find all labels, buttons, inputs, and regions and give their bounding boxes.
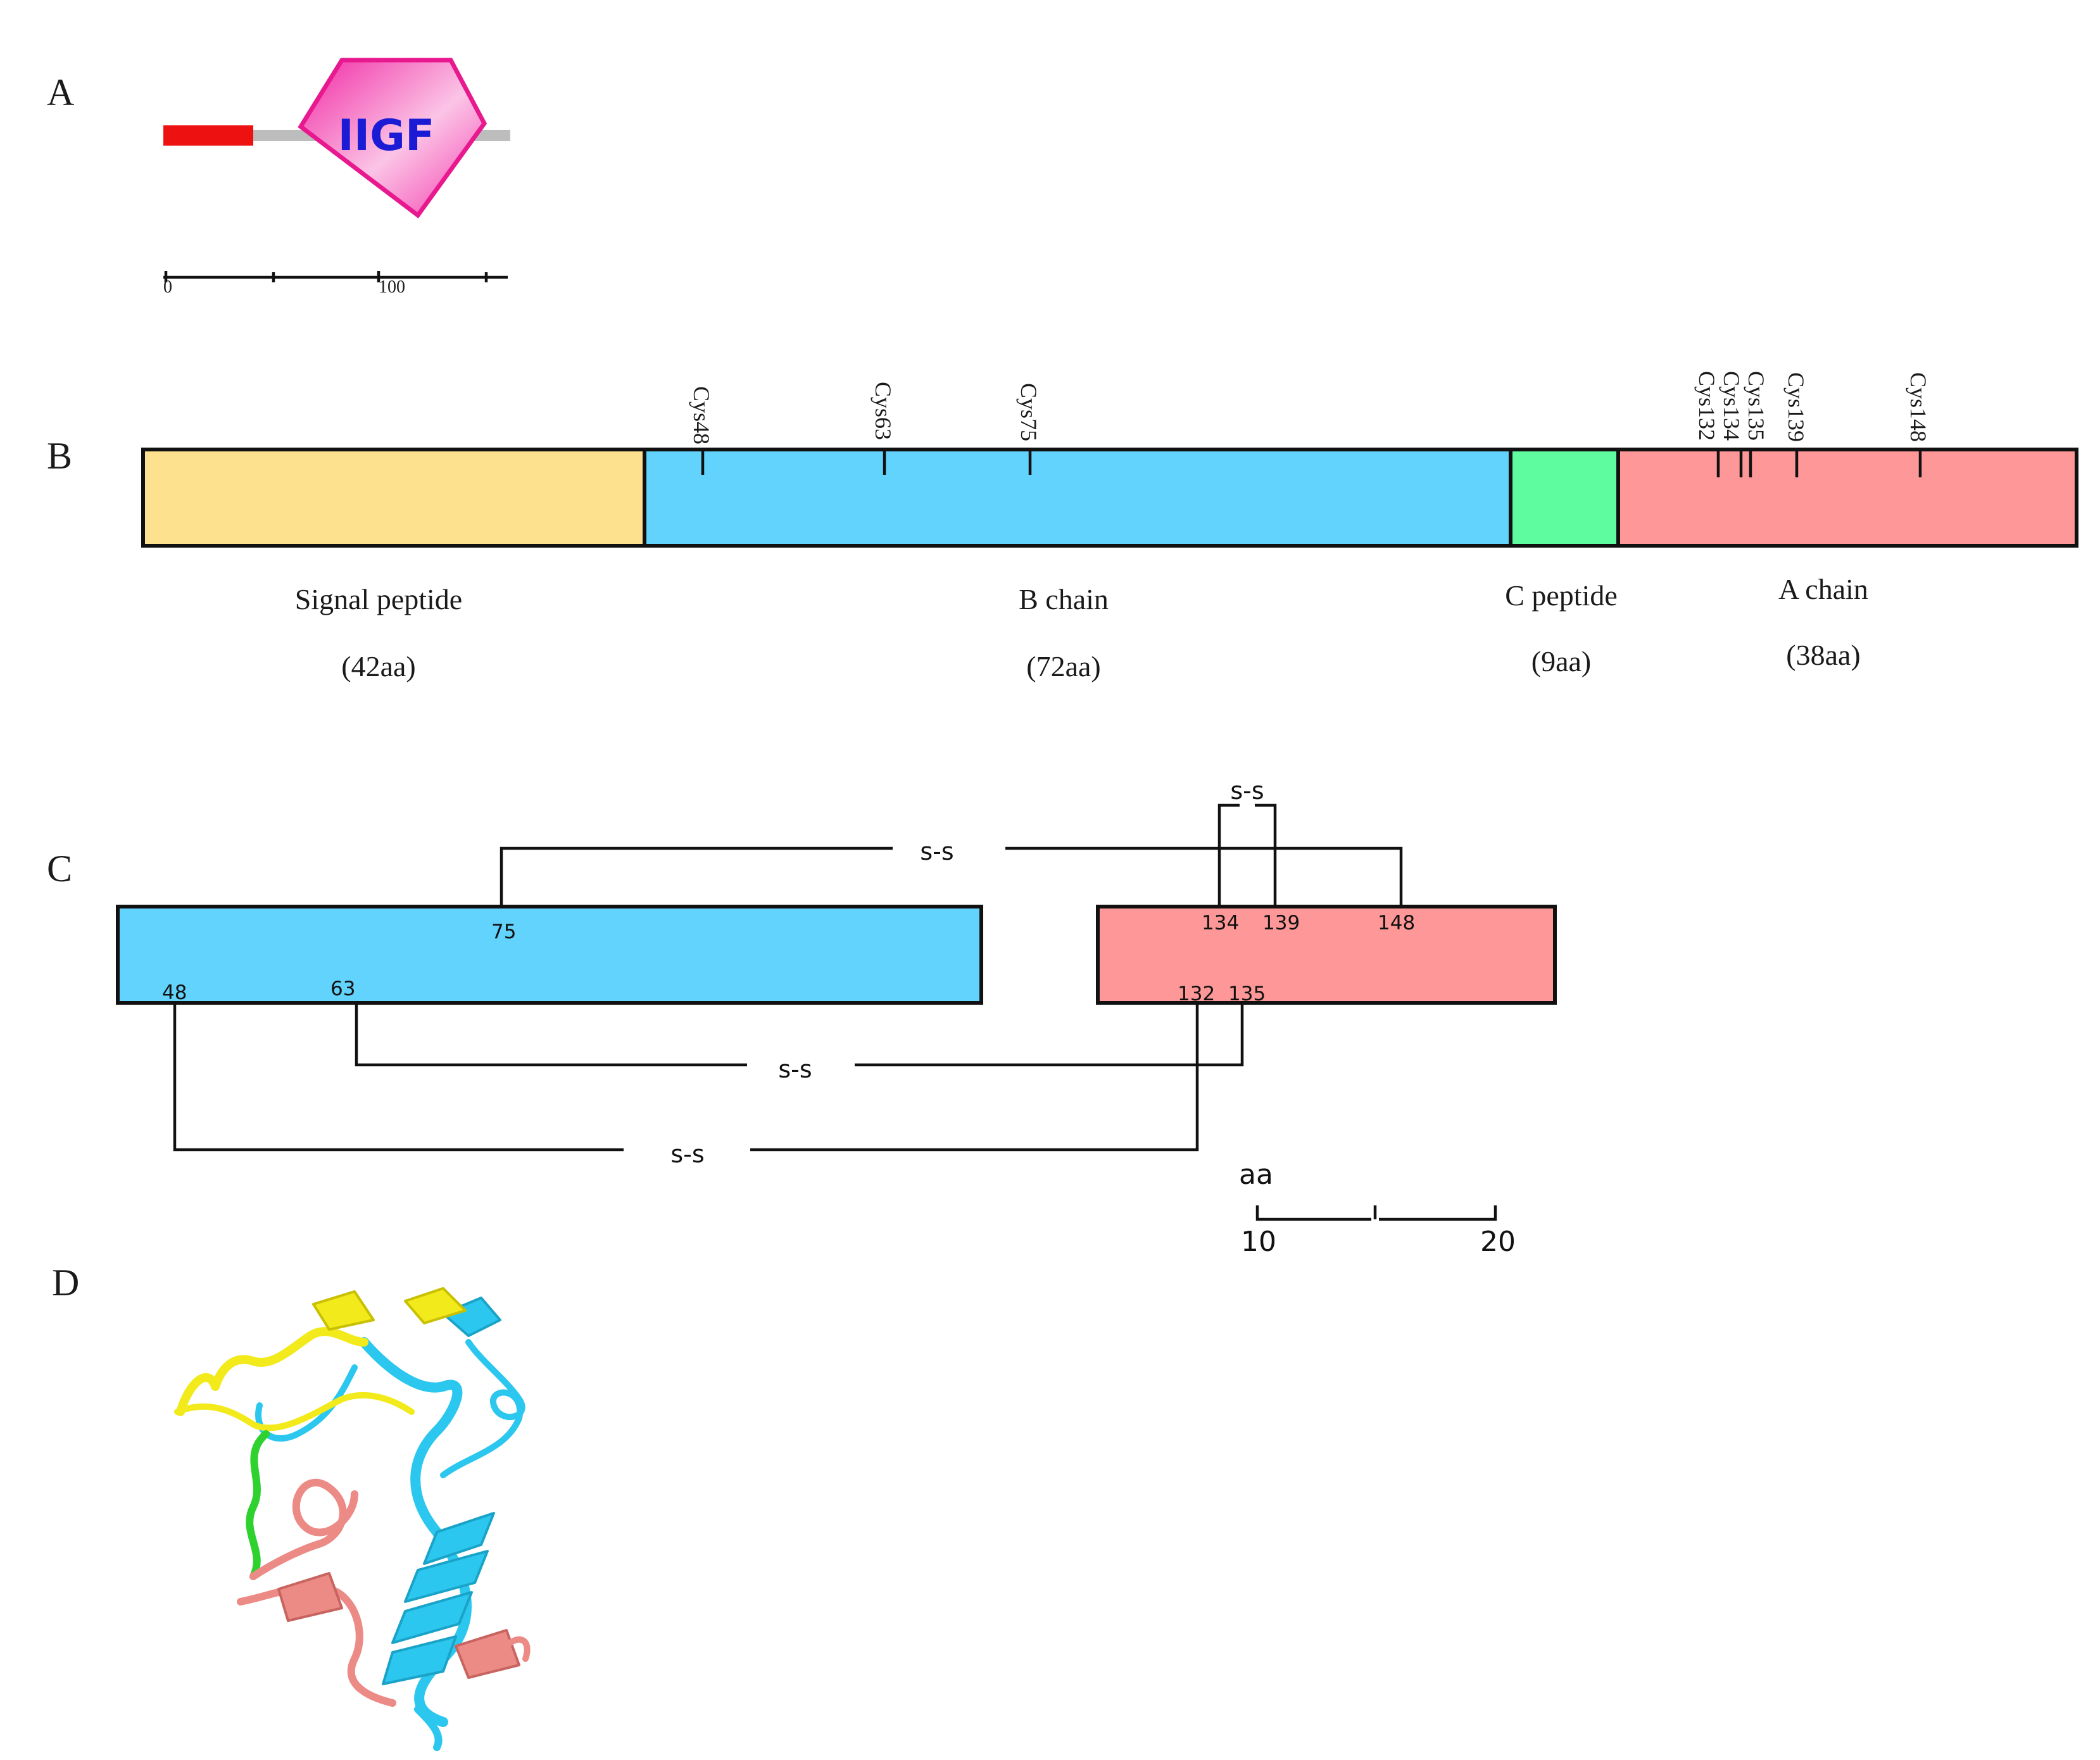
ss-label-48-132: s-s bbox=[670, 1140, 704, 1168]
bond-63-135-right bbox=[855, 1003, 1244, 1067]
scale-tick-20: 20 bbox=[1480, 1226, 1516, 1258]
cys48-label: Cys48 bbox=[689, 386, 714, 444]
b-chain-helix-4 bbox=[382, 1635, 457, 1685]
a-chain-bar bbox=[1096, 905, 1557, 1005]
scale-tick-10: 10 bbox=[1241, 1226, 1276, 1258]
c-peptide-length: (9aa) bbox=[1531, 645, 1591, 677]
signal-ribbon-1 bbox=[176, 1327, 368, 1416]
panel-b: B Cys48 Cys63 Cys75 Cys132 Cys134 Cys135… bbox=[47, 371, 2078, 682]
residue-48: 48 bbox=[162, 981, 187, 1004]
residue-134: 134 bbox=[1202, 912, 1239, 934]
signal-peptide-length: (42aa) bbox=[341, 650, 415, 682]
a-chain-helix-2 bbox=[455, 1629, 520, 1679]
signal-peptide-name: Signal peptide bbox=[295, 583, 462, 615]
bond-134-139-right bbox=[1255, 803, 1277, 907]
panel-c: C s-s s-s s-s s-s 75 48 63 134 139 148 1… bbox=[47, 777, 1557, 1258]
signal-peptide-segment bbox=[141, 448, 646, 548]
signal-ribbon-2 bbox=[174, 1392, 415, 1431]
residue-148: 148 bbox=[1378, 912, 1415, 934]
b-chain-tail bbox=[414, 1706, 443, 1751]
ss-label-63-135: s-s bbox=[778, 1055, 812, 1083]
domain-label: IIGF bbox=[338, 111, 435, 161]
residue-135: 135 bbox=[1228, 983, 1266, 1005]
residue-139: 139 bbox=[1262, 912, 1300, 934]
b-chain-segment bbox=[643, 448, 1512, 548]
a-chain-length: (38aa) bbox=[1786, 639, 1860, 671]
bond-75-148-right bbox=[1005, 846, 1403, 907]
residue-63: 63 bbox=[330, 977, 355, 1000]
bond-75-148-left bbox=[500, 846, 893, 907]
bond-48-132-left bbox=[173, 1003, 624, 1152]
panel-d-letter: D bbox=[52, 1262, 79, 1304]
scale-bar-right bbox=[1379, 1205, 1497, 1221]
bond-134-139-left bbox=[1217, 803, 1240, 907]
scale-tick-label-100: 100 bbox=[379, 277, 405, 297]
yellow-helix-2 bbox=[404, 1287, 467, 1324]
cys135-label: Cys135 bbox=[1744, 371, 1769, 441]
b-chain-helix-1 bbox=[423, 1512, 495, 1565]
bond-48-132-right bbox=[750, 1003, 1199, 1152]
panel-a-letter: A bbox=[47, 72, 74, 113]
iigf-domain-pentagon bbox=[298, 58, 487, 218]
ss-label-134-139: s-s bbox=[1230, 777, 1264, 805]
c-peptide-ribbon bbox=[246, 1430, 270, 1580]
b-chain-helix-2 bbox=[404, 1550, 489, 1603]
protein-3d-structure bbox=[174, 1287, 531, 1751]
cys139-label: Cys139 bbox=[1783, 372, 1809, 442]
a-chain-ribbon-1 bbox=[249, 1479, 358, 1580]
cys132-label: Cys132 bbox=[1694, 371, 1720, 441]
panel-b-letter: B bbox=[47, 435, 72, 477]
cys148-label: Cys148 bbox=[1906, 372, 1931, 442]
b-chain-name: B chain bbox=[1019, 583, 1109, 615]
cys63-label: Cys63 bbox=[871, 382, 896, 440]
b-chain-helix-3 bbox=[391, 1591, 473, 1644]
ss-label-75-148: s-s bbox=[920, 838, 953, 865]
panel-d: D bbox=[52, 1262, 531, 1751]
signal-peptide-bar bbox=[163, 125, 253, 146]
b-chain-loop bbox=[440, 1339, 525, 1478]
cys134-label: Cys134 bbox=[1719, 371, 1744, 441]
scale-bar-left bbox=[1255, 1205, 1371, 1221]
scale-tick-label-0: 0 bbox=[163, 277, 172, 297]
a-chain-segment bbox=[1616, 448, 2078, 548]
cys75-label: Cys75 bbox=[1016, 383, 1041, 441]
panel-c-letter: C bbox=[47, 848, 72, 889]
panel-a: A IIGF 0 100 bbox=[47, 58, 510, 297]
scale-unit-label: aa bbox=[1239, 1159, 1273, 1191]
b-chain-strand bbox=[442, 1297, 501, 1337]
a-chain-helix-1 bbox=[277, 1572, 343, 1622]
residue-132: 132 bbox=[1178, 983, 1215, 1005]
residue-75: 75 bbox=[491, 921, 516, 943]
c-peptide-segment bbox=[1509, 448, 1620, 548]
a-chain-tail bbox=[503, 1636, 531, 1662]
b-chain-length: (72aa) bbox=[1026, 650, 1100, 682]
yellow-helix-1 bbox=[312, 1290, 375, 1331]
a-chain-name: A chain bbox=[1778, 573, 1868, 605]
c-peptide-name: C peptide bbox=[1505, 579, 1618, 612]
b-chain-bar bbox=[116, 905, 983, 1005]
bond-63-135-left bbox=[355, 1003, 747, 1067]
